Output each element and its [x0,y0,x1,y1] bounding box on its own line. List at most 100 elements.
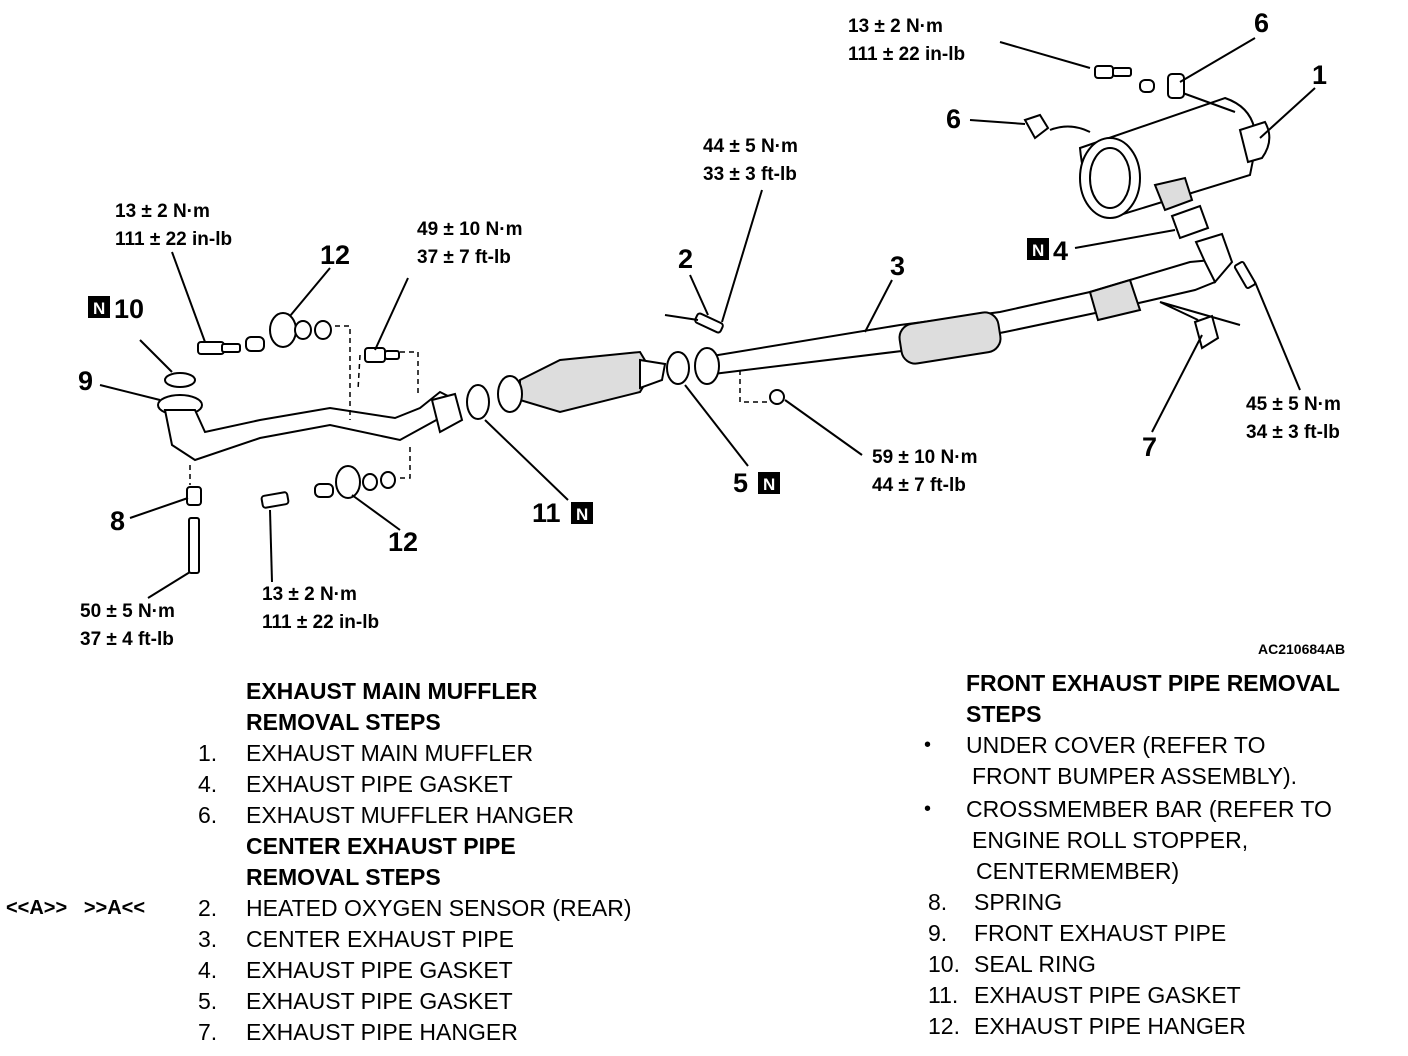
exhaust-pipe-gasket-4 [1170,204,1210,240]
list-item: 1.EXHAUST MAIN MUFFLER [0,738,720,769]
bolt [1112,67,1132,77]
step-text: EXHAUST PIPE GASKET [246,957,513,983]
leader-line [1151,334,1203,433]
torque-label: 13 ± 2 N·m [262,584,357,605]
leader-line [351,494,401,531]
step-text: HEATED OXYGEN SENSOR (REAR) [246,895,632,921]
leader-line [969,119,1026,125]
list-item: • UNDER COVER (REFER TO FRONT BUMPER ASS… [920,730,1405,792]
leader-line [999,41,1091,69]
list-item: 11.EXHAUST PIPE GASKET [920,980,1405,1011]
torque-label: 50 ± 5 N·m [80,601,175,622]
torque-label: 33 ± 3 ft-lb [703,164,797,185]
new-part-mark [758,472,780,494]
exhaust-system-diagram: 13 ± 2 N·m 111 ± 22 in-lb 44 ± 5 N·m 33 … [78,8,1345,657]
new-part-mark-letter: N [93,299,105,318]
torque-label: 37 ± 4 ft-lb [80,629,174,650]
list-item: 9. FRONT EXHAUST PIPE [920,918,1405,949]
leader-line [139,339,173,373]
new-part-mark-letter: N [763,475,775,494]
callout-10: 10 [114,294,144,324]
new-part-mark [88,296,110,318]
nut [769,389,785,405]
exhaust-pipe-gasket-5 [666,351,690,385]
list-item: 3.CENTER EXHAUST PIPE [0,924,720,955]
callout-7: 7 [1142,432,1157,462]
new-part-mark-letter: N [576,505,588,524]
exhaust-pipe-hanger-12 [269,312,297,348]
torque-label: 44 ± 7 ft-lb [872,475,966,496]
muffler-and-center-pipe-steps: EXHAUST MAIN MUFFLER REMOVAL STEPS 1.EXH… [0,676,720,1048]
callout-2: 2 [678,244,693,274]
step-text: EXHAUST PIPE GASKET [246,771,513,797]
list-item: 7. EXHAUST PIPE HANGER [0,1017,720,1048]
exhaust-pipe-hanger-12 [335,465,361,499]
torque-label: 49 ± 10 N·m [417,219,522,240]
step-number: 9. [928,920,948,946]
section-heading: EXHAUST MAIN MUFFLER [246,678,538,704]
leader-line [864,279,893,333]
step-text: SPRING [974,889,1063,915]
torque-label: 34 ± 3 ft-lb [1246,422,1340,443]
leader-line [374,277,409,351]
washer [314,483,334,498]
list-item: 4.EXHAUST PIPE GASKET [0,769,720,800]
step-number: 2. [198,895,218,921]
step-number: 3. [198,926,218,952]
torque-label: 59 ± 10 N·m [872,447,977,468]
step-number: 4. [198,957,218,983]
new-part-mark [1027,238,1049,260]
callout-12: 12 [388,527,418,557]
step-text: SEAL RING [974,951,1096,977]
step-text: FRONT BUMPER ASSEMBLY). [972,763,1298,789]
leader-line [129,497,189,519]
leader-line [269,509,273,583]
step-number: 7. [198,1019,218,1045]
step-text: EXHAUST MUFFLER HANGER [246,802,575,828]
seal-ring [164,372,196,388]
section-heading: REMOVAL STEPS [246,709,441,735]
catalytic-converter [497,350,667,414]
bolt [364,347,386,363]
list-item: 6.EXHAUST MUFFLER HANGER [0,800,720,831]
spring [186,486,202,506]
list-item: 5. EXHAUST PIPE GASKET [0,986,720,1017]
step-number: 5. [198,988,218,1014]
callout-11: 11 [532,498,561,528]
front-exhaust-pipe [157,390,464,462]
muffler-hanger [1167,73,1185,99]
section-heading: CENTER EXHAUST PIPE [246,833,516,859]
washer [314,320,332,340]
heated-oxygen-sensor [664,312,724,334]
leader-line [1254,281,1301,391]
washer [362,473,378,491]
step-text: EXHAUST PIPE HANGER [246,1019,518,1045]
bullet-icon: • [924,798,932,820]
torque-label: 13 ± 2 N·m [848,16,943,37]
callout-1: 1 [1312,60,1327,90]
leader-line [147,571,191,599]
callout-6: 6 [946,104,961,134]
washer [294,320,312,340]
list-item: 4. EXHAUST PIPE GASKET [0,955,720,986]
callout-4: 4 [1053,236,1068,266]
callout-9: 9 [78,366,93,396]
section-heading: STEPS [966,701,1042,727]
torque-label: 111 ± 22 in-lb [115,229,232,250]
leader-line [1179,37,1256,83]
torque-label: 111 ± 22 in-lb [262,612,379,633]
torque-label: 45 ± 5 N·m [1246,394,1341,415]
front-exhaust-pipe-steps: FRONT EXHAUST PIPE REMOVAL STEPS • UNDER… [920,668,1405,1042]
list-item: 10.SEAL RING [920,949,1405,980]
bolt [384,350,400,360]
step-text: FRONT EXHAUST PIPE [974,920,1227,946]
step-number: 12. [928,1013,960,1039]
callout-3: 3 [890,251,905,281]
step-text: UNDER COVER (REFER TO [966,732,1266,758]
list-item: 12.EXHAUST PIPE HANGER [920,1011,1405,1042]
leader-line [1259,87,1316,139]
callout-12: 12 [320,240,350,270]
torque-label: 111 ± 22 in-lb [848,44,965,65]
step-text: EXHAUST PIPE GASKET [246,988,513,1014]
muffler-hanger [1023,113,1050,140]
